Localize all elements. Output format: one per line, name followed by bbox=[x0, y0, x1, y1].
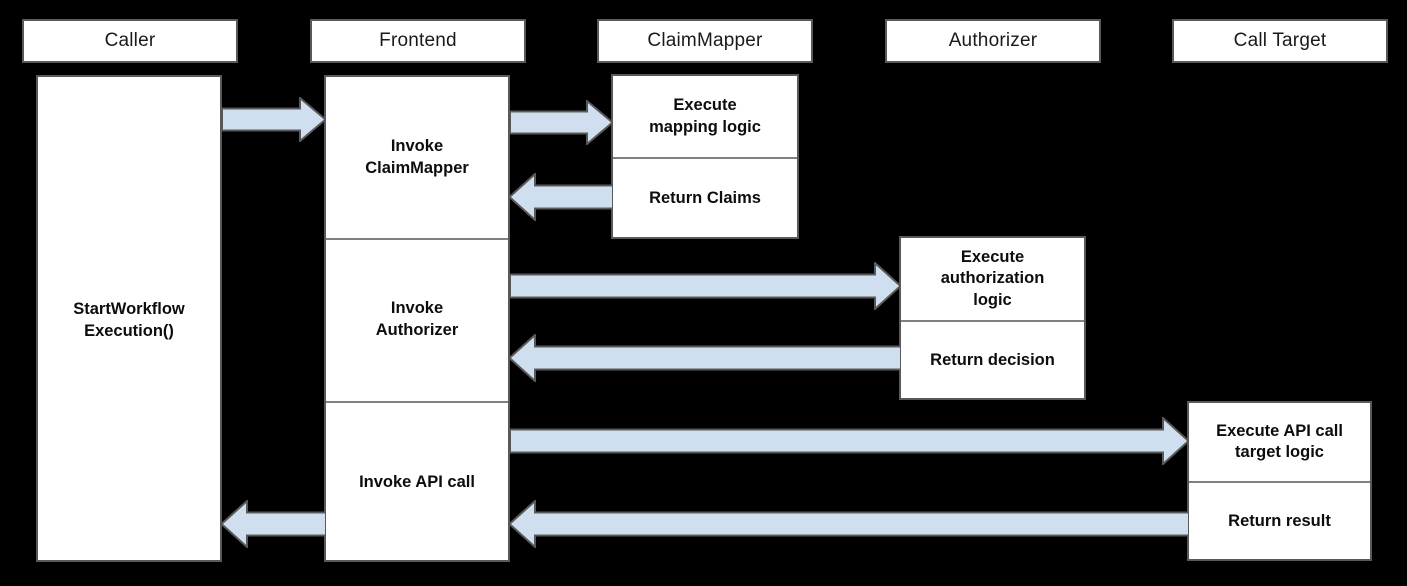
segment-divider bbox=[613, 157, 797, 159]
message-arrow-frontend-to-calltarget bbox=[510, 417, 1189, 465]
segment-divider bbox=[326, 238, 508, 240]
lane-header-label: ClaimMapper bbox=[647, 30, 763, 51]
lane-header-claimmapper: ClaimMapper bbox=[597, 19, 813, 63]
lane-header-calltarget: Call Target bbox=[1172, 19, 1388, 63]
message-arrow-claimmapper-to-frontend bbox=[509, 173, 613, 221]
segment-execute-mapping-logic: Execute mapping logic bbox=[649, 96, 761, 136]
segment-return-claims: Return Claims bbox=[649, 189, 761, 208]
lane-header-label: Call Target bbox=[1233, 30, 1327, 51]
segment-execute-authorization-logic: Execute authorization logic bbox=[940, 248, 1045, 309]
lane-header-label: Frontend bbox=[379, 30, 457, 51]
segment-divider bbox=[1189, 481, 1370, 483]
message-arrow-caller-to-frontend bbox=[222, 97, 326, 142]
message-arrow-authorizer-to-frontend bbox=[509, 334, 901, 382]
lane-header-label: Caller bbox=[104, 30, 156, 51]
lane-header-caller: Caller bbox=[22, 19, 238, 63]
segment-return-decision: Return decision bbox=[930, 351, 1055, 370]
message-arrow-frontend-to-caller bbox=[221, 500, 326, 548]
segment-divider bbox=[326, 401, 508, 403]
message-arrow-frontend-to-claimmapper bbox=[510, 100, 613, 145]
segment-invoke-api-call: Invoke API call bbox=[359, 472, 475, 491]
segment-return-result: Return result bbox=[1228, 512, 1331, 531]
segment-invoke-claimmapper: Invoke ClaimMapper bbox=[365, 137, 469, 177]
lane-header-frontend: Frontend bbox=[310, 19, 526, 63]
segment-execute-api-call-target-logic: Execute API call target logic bbox=[1216, 421, 1343, 461]
lane-header-label: Authorizer bbox=[948, 30, 1038, 51]
lane-header-authorizer: Authorizer bbox=[885, 19, 1101, 63]
segment-start-workflow-execution: StartWorkflow Execution() bbox=[73, 300, 185, 340]
message-arrow-calltarget-to-frontend bbox=[509, 500, 1189, 548]
segment-invoke-authorizer: Invoke Authorizer bbox=[375, 299, 459, 339]
message-arrow-frontend-to-authorizer bbox=[510, 262, 901, 310]
segment-divider bbox=[901, 320, 1084, 322]
activation-caller-activation: StartWorkflow Execution() bbox=[36, 75, 222, 562]
